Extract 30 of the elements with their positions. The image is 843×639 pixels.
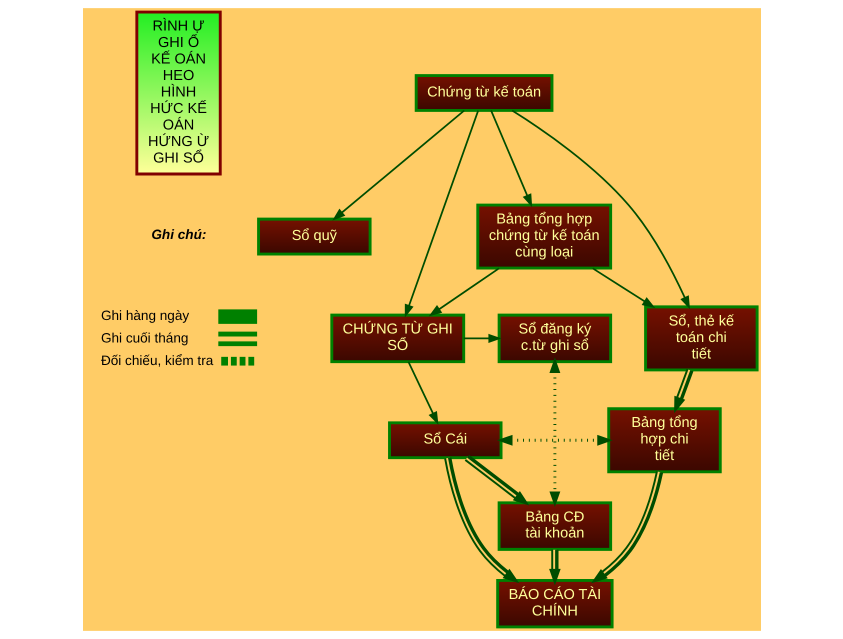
arrow — [496, 434, 612, 446]
node-box: BÁO CÁO TÀI CHÍNH — [496, 578, 614, 628]
node-box: Sổ quỹ — [256, 218, 372, 256]
node-box: Bảng tổng hợp chi tiết — [606, 407, 722, 474]
arrow — [590, 471, 663, 584]
arrow — [428, 268, 500, 316]
arrow — [444, 457, 519, 584]
arrow — [592, 268, 655, 308]
legend-label: Ghi cuối tháng — [100, 330, 188, 346]
node-box: CHỨNG TỪ GHI SỔ — [330, 314, 465, 364]
node-box: Bảng CĐ tài khoản — [497, 501, 612, 551]
arrow — [404, 110, 478, 318]
node-box: Sổ đăng ký c.từ ghi sổ — [497, 314, 612, 364]
legend-label: Đối chiếu, kiểm tra — [100, 352, 213, 368]
arrow — [511, 110, 690, 310]
arrow — [464, 454, 529, 506]
legend-label: Ghi hàng ngày — [100, 308, 189, 324]
node-box: Sổ, thẻ kế toán chi tiết — [644, 305, 758, 372]
arrow — [674, 368, 693, 414]
node-box: RÌNH Ự GHI Ổ KẾ OÁN HEO HÌNH HỨC KẾ OÁN HỨNG Ừ GHI SỔ — [134, 10, 222, 176]
node-box: Sổ Cái — [388, 421, 502, 460]
label: Ghi chú: — [150, 227, 206, 242]
arrow — [463, 334, 502, 344]
arrow — [490, 110, 532, 208]
node-box: Bảng tổng hợp chứng từ kế toán cùng loại — [476, 204, 612, 270]
arrow — [407, 361, 438, 425]
node-box: Chứng từ kế toán — [414, 74, 553, 112]
arrow — [332, 110, 464, 221]
arrow — [548, 550, 560, 586]
arrow — [548, 357, 560, 508]
